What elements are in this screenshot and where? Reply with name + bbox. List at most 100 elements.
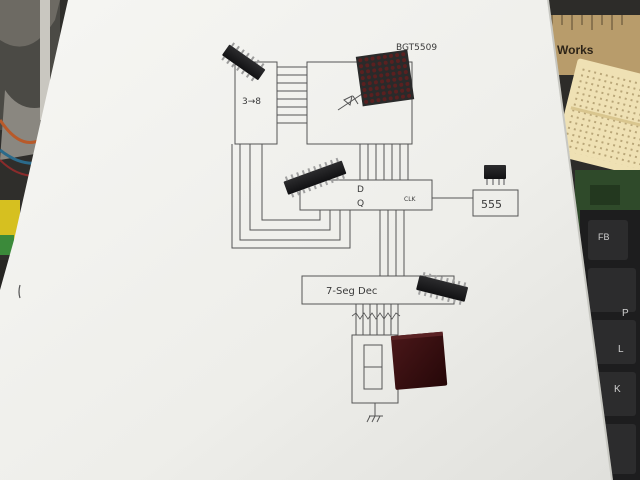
ic-pin <box>447 297 451 303</box>
latch-d-label: D <box>357 185 364 195</box>
ic-pin <box>291 193 295 198</box>
led-dot <box>366 69 371 74</box>
keyboard-key-label: K <box>614 384 621 395</box>
matrix-latch-bus <box>359 144 409 180</box>
led-dot <box>395 53 400 58</box>
led-dot <box>391 71 396 76</box>
ic-pin <box>445 277 449 283</box>
led-dot <box>380 85 385 90</box>
led-dot <box>365 63 370 68</box>
led-dot <box>363 93 368 98</box>
matrix-part-label: BGT5509 <box>396 43 437 53</box>
led-dot <box>394 95 399 100</box>
latch-clk-label: CLK <box>404 196 417 203</box>
ic-pin <box>313 184 317 190</box>
ic-pin <box>434 274 438 280</box>
decoder-feedback-wires <box>231 144 351 249</box>
latch-box <box>299 179 433 211</box>
led-dot <box>359 64 364 69</box>
led-dot <box>379 73 384 78</box>
ic-pin <box>307 168 311 173</box>
led-dot <box>371 62 376 67</box>
led-dot <box>364 57 369 62</box>
led-dot <box>381 91 386 96</box>
latch-segdec-bus <box>379 210 405 276</box>
ruler-brand-text: Works <box>557 43 594 57</box>
led-dot <box>385 72 390 77</box>
decoder-ic-chip <box>221 42 266 82</box>
led-dot <box>384 66 389 71</box>
ic-pin <box>458 300 462 305</box>
led-dot <box>369 93 374 98</box>
resistor-lines <box>351 304 401 335</box>
keyboard-key-label: FB <box>598 232 610 242</box>
led-dot <box>405 81 410 86</box>
ic-pin <box>313 165 317 171</box>
led-dot <box>407 93 412 98</box>
led-dot <box>403 70 408 75</box>
ic-pin <box>296 191 300 196</box>
ic-pin <box>341 174 346 180</box>
seg-decoder-ic-chip <box>416 272 468 305</box>
keyboard-key <box>588 268 636 312</box>
ic-pin <box>302 189 306 194</box>
led-dot <box>359 70 364 75</box>
ic-pin <box>417 290 421 295</box>
latch-q-label: Q <box>357 199 364 209</box>
led-dot <box>404 75 409 80</box>
led-dot <box>364 99 369 104</box>
led-dot <box>389 59 394 64</box>
led-dot <box>396 64 401 69</box>
led-dot <box>366 75 371 80</box>
right-desk-clutter: Works FB P L K <box>540 0 640 480</box>
ic-pin <box>296 172 300 177</box>
seg-decoder-label: 7-Seg Dec <box>326 286 377 297</box>
ic-pin <box>452 299 456 304</box>
led-matrix <box>355 49 415 107</box>
ic-pin <box>429 293 433 298</box>
ic-pin <box>451 279 455 284</box>
led-dot <box>378 67 383 72</box>
led-dot <box>393 83 398 88</box>
keyboard-key <box>588 220 628 260</box>
ic-pin <box>324 180 329 186</box>
ic-pin <box>422 272 426 277</box>
led-dot <box>400 88 405 93</box>
pen-mark <box>18 284 21 299</box>
led-dot <box>397 70 402 75</box>
led-dot <box>374 86 379 91</box>
led-dot <box>376 55 381 60</box>
led-dot <box>386 78 391 83</box>
ic-pin <box>330 178 334 184</box>
led-dot <box>399 82 404 87</box>
led-dot <box>372 68 377 73</box>
schematic-drawing <box>231 61 519 423</box>
diode-symbol <box>337 93 363 111</box>
ic-pin <box>290 174 294 179</box>
ic-pin <box>423 291 427 297</box>
seven-segment-display <box>390 331 448 390</box>
ic-pin <box>335 157 339 163</box>
ic-pin <box>307 186 312 192</box>
led-dot <box>402 58 407 63</box>
led-dot <box>373 80 378 85</box>
ic-pin <box>301 170 306 175</box>
ic-pin <box>428 273 432 278</box>
led-dot <box>375 92 380 97</box>
led-dot <box>400 94 405 99</box>
led-dot <box>368 87 373 92</box>
led-dot <box>388 96 393 101</box>
keyboard-key-label: L <box>618 344 624 355</box>
led-dot <box>382 97 387 102</box>
ic-pin <box>324 161 328 167</box>
led-dot <box>388 53 393 58</box>
led-dot <box>370 98 375 103</box>
led-dot <box>401 52 406 57</box>
latch-ic-chip <box>283 157 347 198</box>
ground-symbol <box>366 403 383 423</box>
ic-pin <box>319 182 323 188</box>
keyboard-key-label: P <box>622 308 629 319</box>
led-dot <box>387 84 392 89</box>
led-dot <box>370 56 375 61</box>
